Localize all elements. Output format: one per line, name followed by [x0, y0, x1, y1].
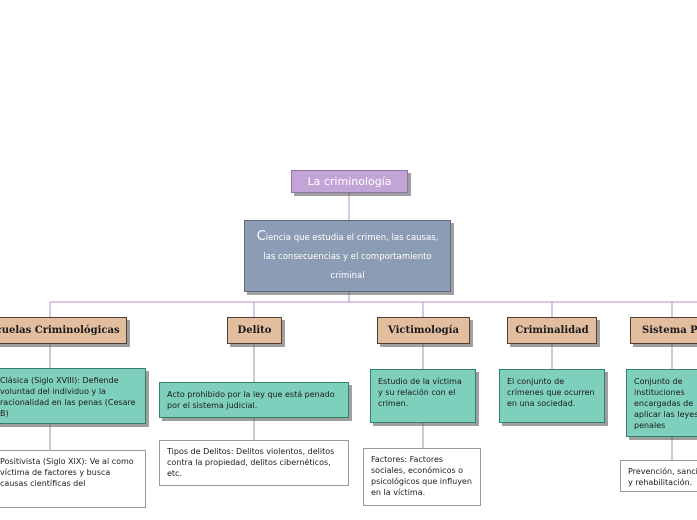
definition-box[interactable]: Ciencia que estudia el crimen, las causa…: [244, 220, 451, 292]
branch-criminalidad[interactable]: Criminalidad: [507, 317, 597, 344]
root-topic[interactable]: La criminología: [291, 170, 408, 193]
detail-victimologia[interactable]: Estudio de la víctima y su relación con …: [370, 369, 476, 423]
detail-escuelas-clasica[interactable]: Clásica (Siglo XVIII): Defiende voluntad…: [0, 368, 146, 424]
detail-text: Conjunto de instituciones encargadas de …: [634, 377, 697, 430]
detail-text: Estudio de la víctima y su relación con …: [378, 377, 462, 408]
branch-title: Criminalidad: [515, 325, 589, 336]
branch-title: Victimología: [388, 325, 459, 336]
note-escuelas-positivista[interactable]: Positivista (Siglo XIX): Ve al como víct…: [0, 450, 146, 508]
note-text: Factores: Factores sociales, económicos …: [371, 455, 472, 497]
note-victimologia-factores[interactable]: Factores: Factores sociales, económicos …: [363, 448, 481, 506]
branch-title: Delito: [237, 325, 272, 336]
detail-text: Clásica (Siglo XVIII): Defiende voluntad…: [0, 376, 136, 418]
note-text: Prevención, sanción y rehabilitación.: [628, 467, 697, 487]
definition-text: iencia que estudia el crimen, las causas…: [263, 233, 439, 281]
note-text: Positivista (Siglo XIX): Ve al como víct…: [0, 457, 134, 488]
branch-title: Escuelas Criminológicas: [0, 325, 120, 336]
detail-sistema-penal[interactable]: Conjunto de instituciones encargadas de …: [626, 369, 697, 437]
note-sistema-penal[interactable]: Prevención, sanción y rehabilitación.: [620, 460, 697, 492]
note-delito-tipos[interactable]: Tipos de Delitos: Delitos violentos, del…: [159, 440, 349, 486]
detail-text: El conjunto de crímenes que ocurren en u…: [507, 377, 595, 408]
detail-text: Acto prohibido por la ley que está penad…: [167, 390, 335, 410]
detail-delito[interactable]: Acto prohibido por la ley que está penad…: [159, 382, 349, 418]
branch-sistema-penal[interactable]: Sistema Penal: [630, 317, 697, 344]
branch-delito[interactable]: Delito: [227, 317, 282, 344]
branch-escuelas[interactable]: Escuelas Criminológicas: [0, 317, 127, 344]
note-text: Tipos de Delitos: Delitos violentos, del…: [167, 447, 335, 478]
detail-criminalidad[interactable]: El conjunto de crímenes que ocurren en u…: [499, 369, 605, 423]
definition-initial: C: [256, 229, 266, 244]
root-title: La criminología: [307, 175, 392, 188]
branch-title: Sistema Penal: [642, 325, 697, 336]
branch-victimologia[interactable]: Victimología: [377, 317, 470, 344]
